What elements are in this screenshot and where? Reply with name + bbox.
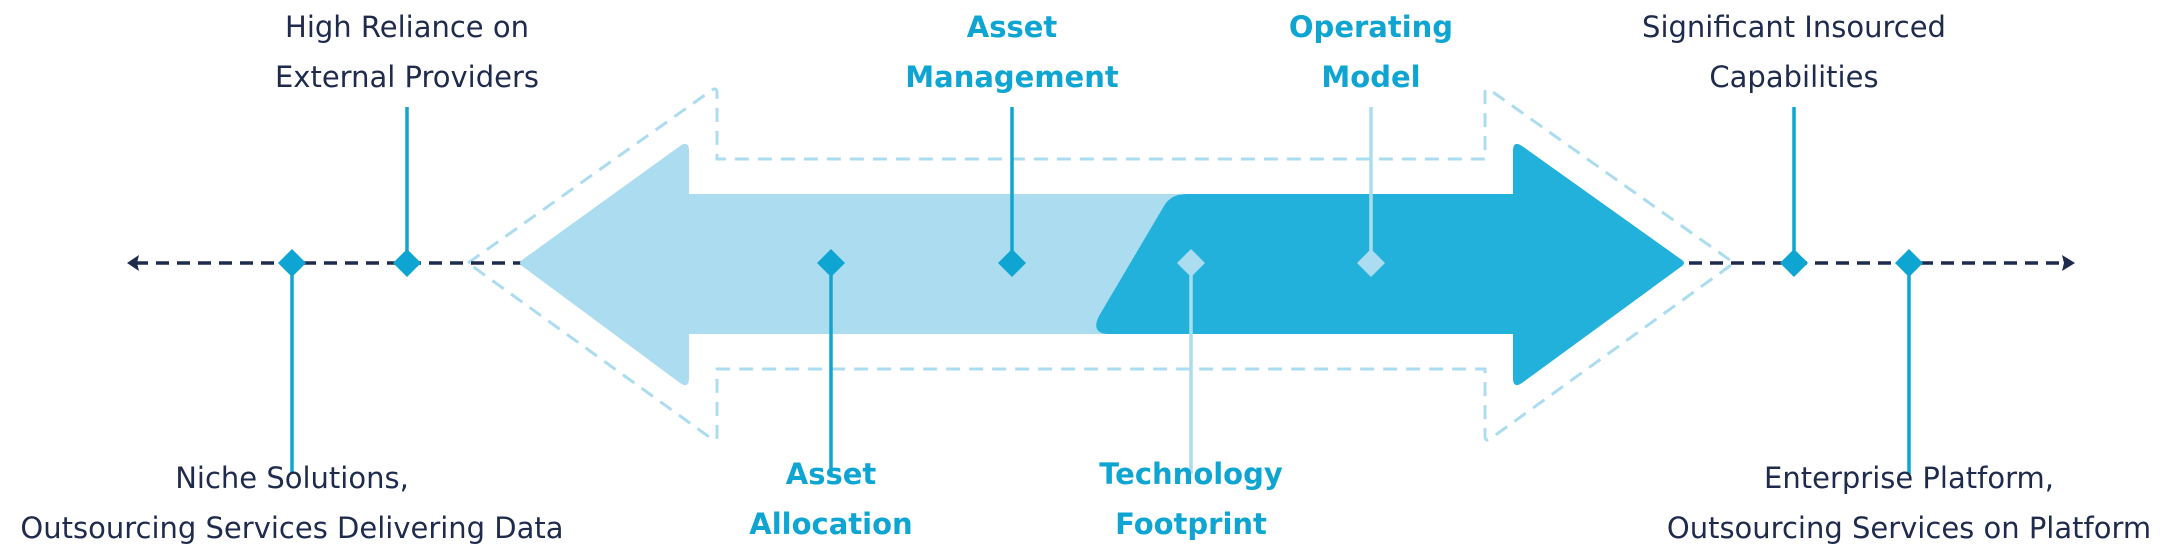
- label-significant-insourced-line2: Capabilities: [1709, 60, 1878, 94]
- markers-layer: [278, 107, 1923, 474]
- arrow-left-icon: [127, 255, 139, 271]
- label-operating-model-line2: Model: [1321, 60, 1420, 94]
- diamond-marker-asset-allocation: [817, 249, 845, 277]
- right-arrow-dark: [1096, 143, 1684, 386]
- label-enterprise-platform-line2: Outsourcing Services on Platform: [1667, 511, 2151, 545]
- dashed-arrow-outline: [465, 87, 1737, 442]
- label-asset-allocation-line1: Asset: [786, 457, 877, 491]
- label-asset-allocation-line2: Allocation: [749, 507, 912, 541]
- label-enterprise-platform-line1: Enterprise Platform,: [1764, 461, 2054, 495]
- label-asset-management-line1: Asset: [967, 10, 1058, 44]
- label-high-reliance-line1: High Reliance on: [285, 10, 529, 44]
- labels-layer: Niche Solutions, Outsourcing Services De…: [20, 10, 2151, 545]
- arrow-right-icon: [2062, 255, 2075, 271]
- label-asset-management-line2: Management: [905, 60, 1119, 94]
- diamond-marker-technology-footprint: [1177, 249, 1205, 277]
- diamond-marker-enterprise-platform: [1895, 249, 1923, 277]
- label-technology-footprint-line1: Technology: [1099, 457, 1283, 491]
- label-high-reliance-line2: External Providers: [275, 60, 539, 94]
- diamond-marker-asset-management: [998, 249, 1026, 277]
- diamond-marker-niche: [278, 249, 306, 277]
- diamond-marker-operating-model: [1357, 249, 1385, 277]
- left-arrow-light: [520, 143, 1180, 386]
- label-significant-insourced-line1: Significant Insourced: [1642, 10, 1946, 44]
- diamond-marker-high-reliance: [393, 249, 421, 277]
- label-technology-footprint-line2: Footprint: [1115, 507, 1267, 541]
- label-niche-line1: Niche Solutions,: [175, 461, 409, 495]
- label-niche-line2: Outsourcing Services Delivering Data: [20, 511, 563, 545]
- label-operating-model-line1: Operating: [1289, 10, 1453, 44]
- diamond-marker-significant-insourced: [1780, 249, 1808, 277]
